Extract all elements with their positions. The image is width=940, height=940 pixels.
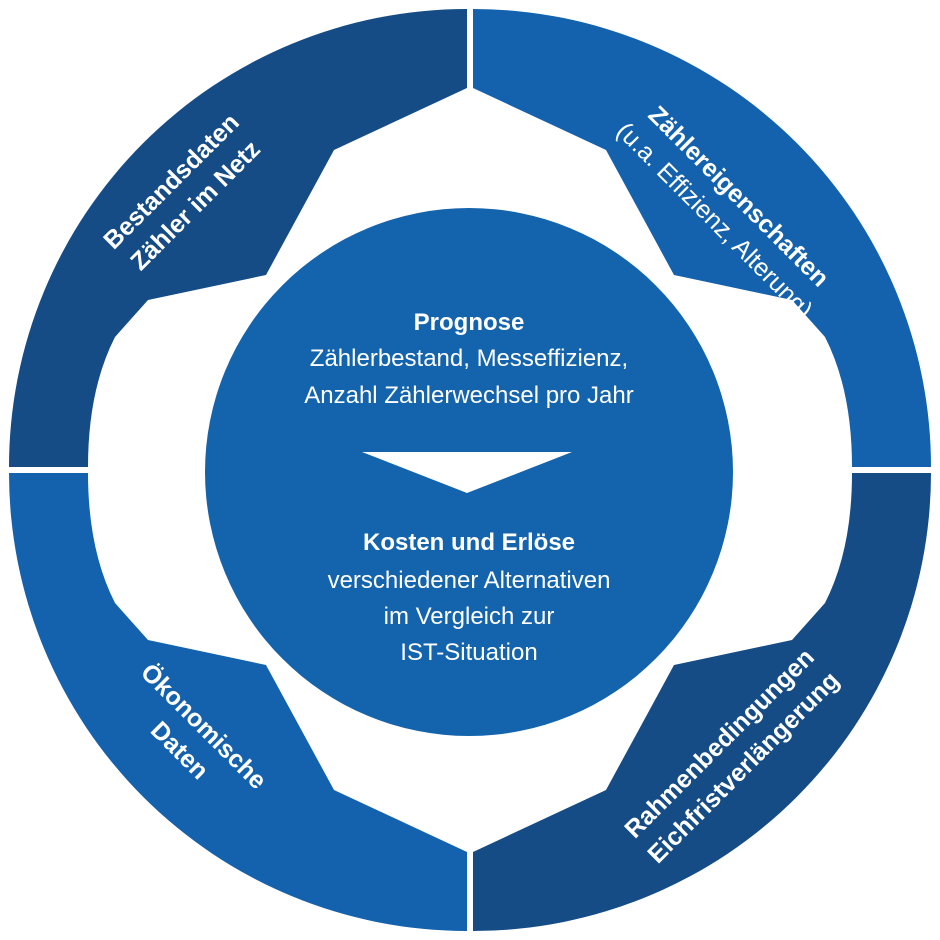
prognose-title: Prognose — [414, 309, 525, 336]
prognose-line-2: Anzahl Zählerwechsel pro Jahr — [304, 382, 634, 409]
kosten-line-1: verschiedener Alternativen — [328, 567, 611, 594]
down-arrow-icon — [362, 452, 572, 493]
kosten-line-3: IST-Situation — [400, 639, 537, 666]
segment-bestandsdaten — [9, 9, 467, 467]
kosten-line-2: im Vergleich zur — [384, 603, 555, 630]
segment-rahmenbedingungen — [473, 473, 931, 931]
segment-zaehlereigenschaften — [473, 9, 931, 467]
prognose-line-1: Zählerbestand, Messeffizienz, — [310, 345, 628, 372]
kosten-title: Kosten und Erlöse — [363, 529, 575, 556]
segment-oekonomische-daten — [9, 473, 467, 931]
